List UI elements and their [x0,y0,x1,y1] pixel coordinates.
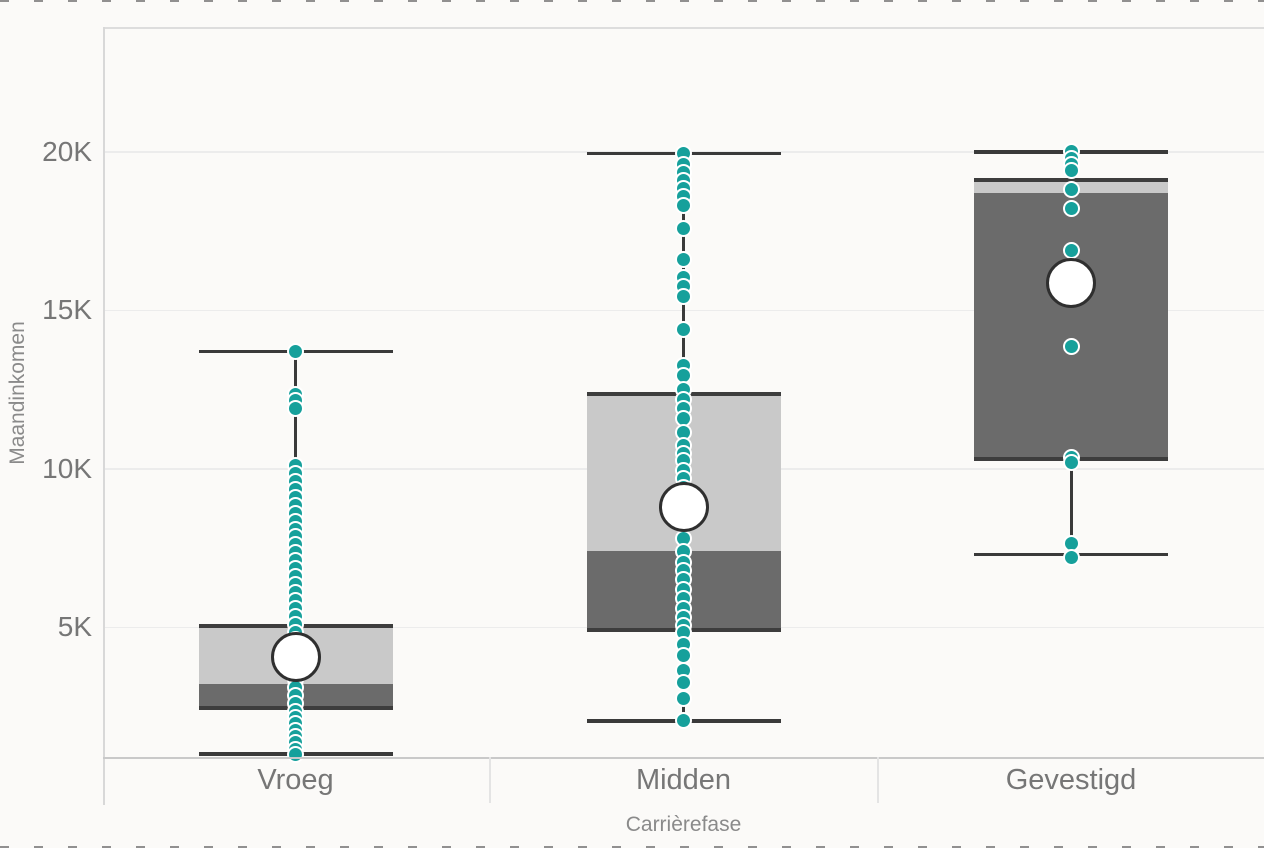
scatter-point[interactable] [675,219,692,237]
scatter-point[interactable] [675,712,692,730]
scatter-point[interactable] [675,674,692,692]
y-axis-line [103,27,105,805]
scatter-point[interactable] [1062,200,1080,218]
category-label-gevestigd[interactable]: Gevestigd [1005,764,1137,796]
category-label-midden[interactable]: Midden [635,764,732,796]
scatter-point[interactable] [1062,454,1080,471]
y-tick-label: 15K [42,294,92,326]
category-separator [877,757,879,803]
mean-marker[interactable] [270,632,321,683]
x-axis-title: Carrièrefase [625,813,742,836]
box-lower-quartile[interactable] [974,193,1168,460]
x-axis-line [103,757,1264,759]
y-axis-title: Maandinkomen [6,321,29,465]
box-q3-edge [974,178,1168,183]
scatter-point[interactable] [1062,181,1080,199]
scatter-point[interactable] [675,320,692,338]
scatter-point[interactable] [675,197,692,215]
plot-top-border [103,27,1264,29]
scatter-point[interactable] [675,690,692,708]
y-tick-label: 5K [57,611,92,643]
scatter-point[interactable] [287,745,304,763]
top-edge-dashed-border [0,0,1264,2]
scatter-point[interactable] [287,343,304,361]
scatter-point[interactable] [1062,162,1080,180]
category-separator [489,757,491,803]
mean-marker[interactable] [1046,258,1096,309]
scatter-point[interactable] [1062,241,1080,259]
bottom-edge-dashed-border [0,846,1264,848]
y-tick-label: 20K [42,135,92,167]
scatter-point[interactable] [675,251,692,269]
mean-marker[interactable] [658,481,709,532]
scatter-point[interactable] [1062,549,1080,567]
scatter-point[interactable] [287,400,304,418]
lower-whisker-line [1069,459,1073,555]
y-tick-label: 10K [42,452,92,484]
scatter-point[interactable] [1062,338,1080,356]
category-label-vroeg[interactable]: Vroeg [257,764,334,796]
scatter-point[interactable] [675,287,692,305]
